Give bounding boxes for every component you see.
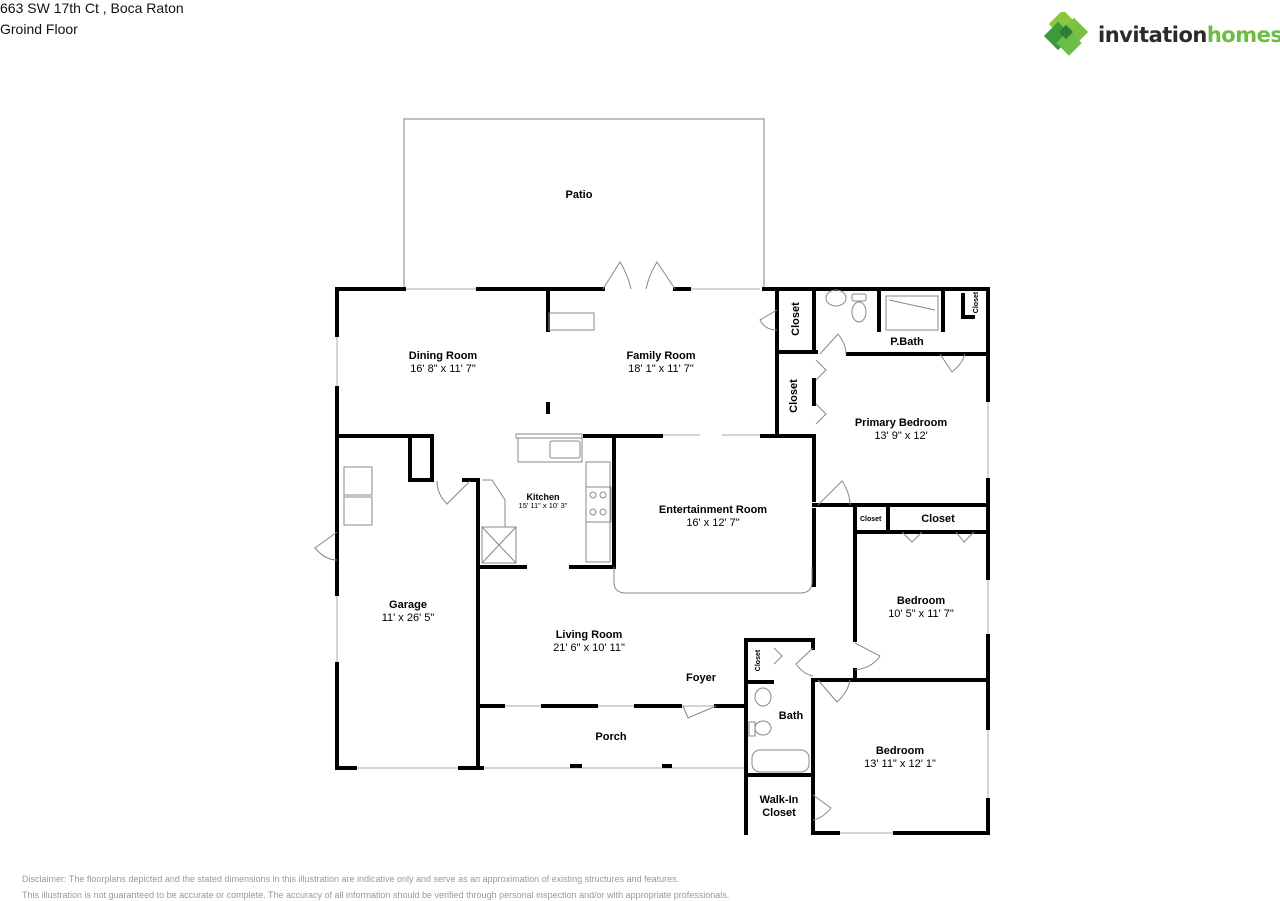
room-closet-pbath: Closet	[973, 291, 981, 314]
room-closet-bath: Closet	[755, 649, 763, 672]
brand-logo: invitationhomes	[1044, 12, 1280, 58]
patio-outline	[403, 118, 765, 289]
walls	[335, 287, 990, 835]
room-foyer: Foyer	[686, 672, 716, 684]
room-closet-small: Closet	[860, 516, 882, 523]
room-patio: Patio	[565, 189, 593, 201]
room-walkin-closet: Walk-In Closet	[759, 794, 799, 819]
fixtures	[314, 261, 975, 821]
room-closet-top: Closet	[790, 302, 802, 336]
windows	[336, 288, 989, 834]
logo-mark-icon	[1044, 12, 1089, 56]
room-closet-bedroom2: Closet	[921, 513, 955, 525]
room-closet-primary: Closet	[788, 379, 800, 413]
property-address: 663 SW 17th Ct , Boca Raton	[0, 0, 184, 16]
brand-name: invitationhomes	[1098, 23, 1280, 47]
room-pbath: P.Bath	[890, 336, 924, 348]
disclaimer-line-2: This illustration is not guaranteed to b…	[22, 890, 730, 900]
disclaimer-line-1: Disclaimer: The floorplans depicted and …	[22, 874, 680, 884]
floor-label: Groind Floor	[0, 21, 78, 37]
room-bath: Bath	[778, 710, 804, 722]
room-porch: Porch	[595, 731, 627, 743]
